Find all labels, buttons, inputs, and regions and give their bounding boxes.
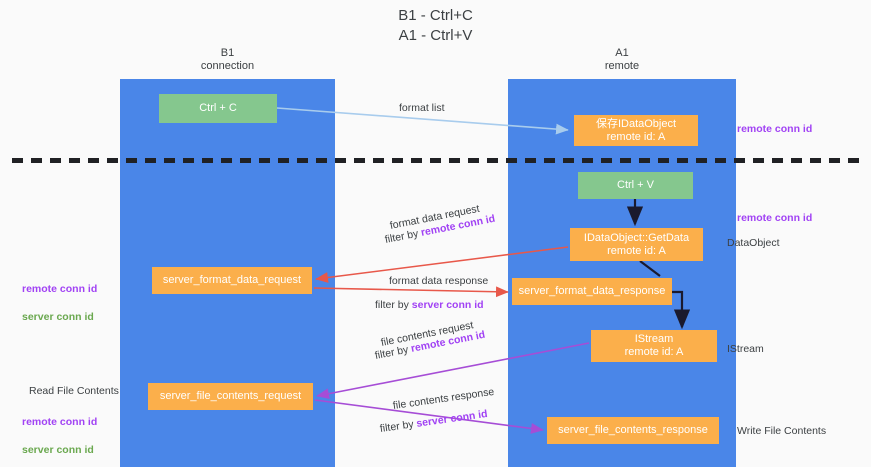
filter-prefix: filter by bbox=[373, 343, 413, 362]
note-conn-id-group-top: remote conn id server conn id bbox=[22, 268, 97, 338]
note-conn-id-group-bottom: remote conn id server conn id bbox=[22, 401, 97, 467]
node-server-file-contents-request[interactable]: server_file_contents_request bbox=[148, 383, 313, 410]
note-data-object: DataObject bbox=[727, 237, 780, 249]
node-idataobject-save-label: 保存IDataObject bbox=[595, 117, 677, 130]
node-idataobject-save-sublabel: remote id: A bbox=[606, 130, 666, 143]
node-idataobject-save[interactable]: 保存IDataObject remote id: A bbox=[574, 115, 698, 146]
filter-key-server-conn-id: server conn id bbox=[411, 299, 484, 311]
node-server-format-data-response-label: server_format_data_response bbox=[518, 285, 666, 297]
node-ctrl-c-label: Ctrl + C bbox=[199, 102, 237, 114]
node-server-format-data-request-label: server_format_data_request bbox=[162, 274, 302, 286]
node-server-format-data-response[interactable]: server_format_data_response bbox=[512, 278, 672, 305]
note-remote-conn-id: remote conn id bbox=[22, 283, 98, 295]
lane-header-a1: A1 remote bbox=[604, 47, 640, 72]
node-server-file-contents-request-label: server_file_contents_request bbox=[159, 390, 302, 402]
node-server-file-contents-response-label: server_file_contents_response bbox=[558, 424, 708, 436]
filter-key-server-conn-id: server conn id bbox=[415, 407, 489, 430]
filter-prefix: filter by bbox=[383, 227, 423, 246]
node-ctrl-c[interactable]: Ctrl + C bbox=[159, 94, 277, 123]
note-server-conn-id: server conn id bbox=[22, 444, 94, 456]
node-istream-label: IStream bbox=[634, 333, 674, 345]
edge-label-format-data-response-filter: filter by server conn id bbox=[375, 298, 484, 312]
node-ctrl-v[interactable]: Ctrl + V bbox=[578, 172, 693, 199]
lane-header-b1: B1 connection bbox=[200, 47, 255, 72]
edge-label-format-data-response: format data response bbox=[389, 275, 489, 287]
diagram-title: B1 - Ctrl+C A1 - Ctrl+V bbox=[398, 7, 473, 44]
note-server-conn-id: server conn id bbox=[22, 311, 94, 323]
filter-prefix: filter by bbox=[375, 299, 412, 311]
node-idataobject-getdata-sublabel: remote id: A bbox=[607, 244, 666, 257]
note-remote-conn-id: remote conn id bbox=[22, 416, 98, 428]
node-istream-sublabel: remote id: A bbox=[624, 346, 684, 358]
edge-label-format-list: format list bbox=[399, 102, 445, 114]
node-idataobject-getdata[interactable]: IDataObject::GetData remote id: A bbox=[570, 228, 703, 261]
node-istream[interactable]: IStream remote id: A bbox=[591, 330, 717, 362]
phase-divider bbox=[12, 158, 860, 163]
note-read-file-contents: Read File Contents bbox=[29, 385, 119, 397]
note-write-file-contents: Write File Contents bbox=[737, 425, 827, 437]
node-idataobject-getdata-label: IDataObject::GetData bbox=[583, 231, 690, 244]
note-istream: IStream bbox=[727, 343, 764, 355]
filter-prefix: filter by bbox=[379, 417, 418, 435]
note-remote-conn-id-top: remote conn id bbox=[737, 123, 813, 135]
note-remote-conn-id-mid: remote conn id bbox=[737, 212, 813, 224]
node-ctrl-v-label: Ctrl + V bbox=[617, 179, 654, 191]
node-server-format-data-request[interactable]: server_format_data_request bbox=[152, 267, 312, 294]
node-server-file-contents-response[interactable]: server_file_contents_response bbox=[547, 417, 719, 444]
